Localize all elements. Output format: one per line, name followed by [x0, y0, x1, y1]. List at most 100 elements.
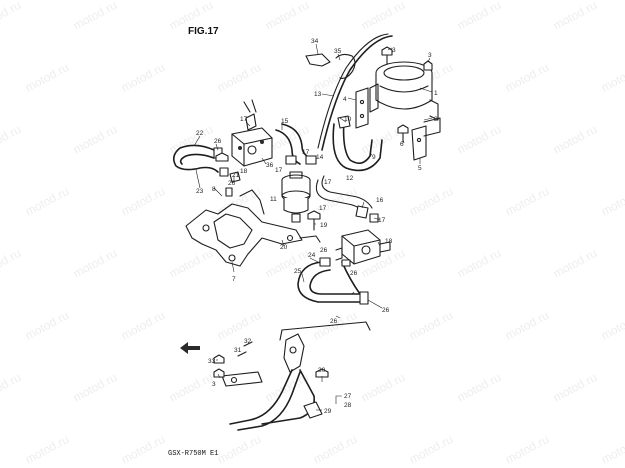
watermark-text: motod.ru — [407, 184, 455, 219]
callout-29: 29 — [324, 408, 332, 415]
callout-17d: 17 — [319, 205, 327, 212]
callout-15: 15 — [281, 118, 289, 125]
watermark-text: motod.ru — [167, 246, 215, 281]
watermark-text: motod.ru — [599, 308, 625, 343]
watermark-text: motod.ru — [0, 246, 23, 281]
callout-18b: 18 — [385, 238, 393, 245]
control-valve — [281, 171, 311, 223]
callout-31: 31 — [234, 347, 242, 354]
watermark-text: motod.ru — [359, 370, 407, 405]
callout-5: 5 — [418, 165, 422, 172]
callout-8: 8 — [212, 186, 216, 193]
callout-26b: 26 — [228, 180, 236, 187]
watermark-text: motod.ru — [23, 432, 71, 467]
watermark-text: motod.ru — [407, 308, 455, 343]
callout-18a: 18 — [240, 168, 248, 175]
callout-14: 14 — [316, 154, 324, 161]
watermark-text: motod.ru — [551, 122, 599, 157]
callout-10: 10 — [344, 116, 352, 123]
leader-lines — [193, 43, 433, 411]
callout-32: 32 — [244, 338, 252, 345]
callout-26c: 26 — [320, 247, 328, 254]
watermark-text: motod.ru — [455, 0, 503, 33]
watermark-text: motod.ru — [119, 60, 167, 95]
callout-7: 7 — [232, 276, 236, 283]
callout-27: 27 — [344, 393, 352, 400]
callout-17c: 17 — [275, 167, 283, 174]
callout-35: 35 — [334, 48, 342, 55]
watermark-text: motod.ru — [71, 246, 119, 281]
callout-25: 25 — [294, 268, 302, 275]
watermark-text: motod.ru — [263, 370, 311, 405]
callout-34: 34 — [311, 38, 319, 45]
model-code: GSX-R750M E1 — [168, 450, 218, 458]
watermark-text: motod.ru — [71, 0, 119, 33]
watermark-text: motod.ru — [215, 432, 263, 467]
callout-12: 12 — [346, 175, 354, 182]
figure-title: FIG.17 — [188, 26, 219, 37]
callout-33: 33 — [208, 358, 216, 365]
watermark-text: motod.ru — [599, 60, 625, 95]
watermark-text: motod.ru — [551, 0, 599, 33]
watermark-text: motod.ru — [551, 370, 599, 405]
watermark-text: motod.ru — [551, 246, 599, 281]
callout-11: 11 — [270, 196, 277, 203]
callout-3c: 3 — [212, 381, 216, 388]
callout-17b: 17 — [302, 149, 310, 156]
watermark-text: motod.ru — [263, 0, 311, 33]
pair-valve-upper — [231, 99, 273, 167]
watermark-text: motod.ru — [359, 0, 407, 33]
callout-17f: 17 — [324, 179, 332, 186]
hose-center — [275, 123, 317, 165]
callout-26e: 26 — [330, 318, 338, 325]
watermark-text: motod.ru — [0, 122, 23, 157]
watermark-text: motod.ru — [503, 432, 551, 467]
callout-26f: 26 — [382, 307, 390, 314]
watermark-text: motod.ru — [71, 370, 119, 405]
callout-26d: 26 — [350, 270, 358, 277]
watermark-text: motod.ru — [503, 60, 551, 95]
watermark-text: motod.ru — [0, 370, 23, 405]
watermark-text: motod.ru — [23, 308, 71, 343]
watermark-text: motod.ru — [599, 432, 625, 467]
watermark-text: motod.ru — [167, 122, 215, 157]
callout-23: 23 — [196, 188, 204, 195]
watermark-text: motod.ru — [23, 60, 71, 95]
callout-1: 1 — [434, 90, 438, 97]
watermark-text: motod.ru — [503, 308, 551, 343]
watermark-text: motod.ru — [0, 0, 23, 33]
watermark-text: motod.ru — [215, 60, 263, 95]
watermark-text: motod.ru — [407, 432, 455, 467]
vacuum-pipe — [305, 33, 393, 151]
callout-28: 28 — [344, 402, 352, 409]
watermark-text: motod.ru — [71, 122, 119, 157]
watermark-text: motod.ru — [119, 308, 167, 343]
canister-assembly — [355, 46, 441, 161]
callout-4: 4 — [343, 96, 347, 103]
mounting-bracket — [185, 171, 321, 267]
watermark-text: motod.ru — [23, 184, 71, 219]
watermark-text: motod.ru — [455, 246, 503, 281]
callout-3b: 3 — [428, 52, 432, 59]
callout-24: 24 — [308, 252, 316, 259]
watermark-text: motod.ru — [215, 308, 263, 343]
callout-30: 30 — [318, 367, 326, 374]
pair-valve-lower — [335, 229, 391, 265]
callout-22: 22 — [196, 130, 204, 137]
callout-26a: 26 — [214, 138, 222, 145]
callout-labels: 34 35 3 3 1 4 13 2 10 9 5 6 15 14 17 17 … — [196, 38, 438, 415]
watermark-text: motod.ru — [599, 184, 625, 219]
watermark-text: motod.ru — [311, 432, 359, 467]
watermark-text: motod.ru — [167, 370, 215, 405]
callout-19: 19 — [320, 222, 328, 229]
watermark-text: motod.ru — [119, 184, 167, 219]
bolt-19 — [307, 210, 321, 231]
callout-17a: 17 — [240, 116, 248, 123]
exhaust-pipe-assembly — [213, 321, 371, 431]
watermark-text: motod.ru — [263, 246, 311, 281]
watermark-text: motod.ru — [503, 184, 551, 219]
callout-6: 6 — [400, 141, 404, 148]
callout-3a: 3 — [392, 47, 396, 54]
